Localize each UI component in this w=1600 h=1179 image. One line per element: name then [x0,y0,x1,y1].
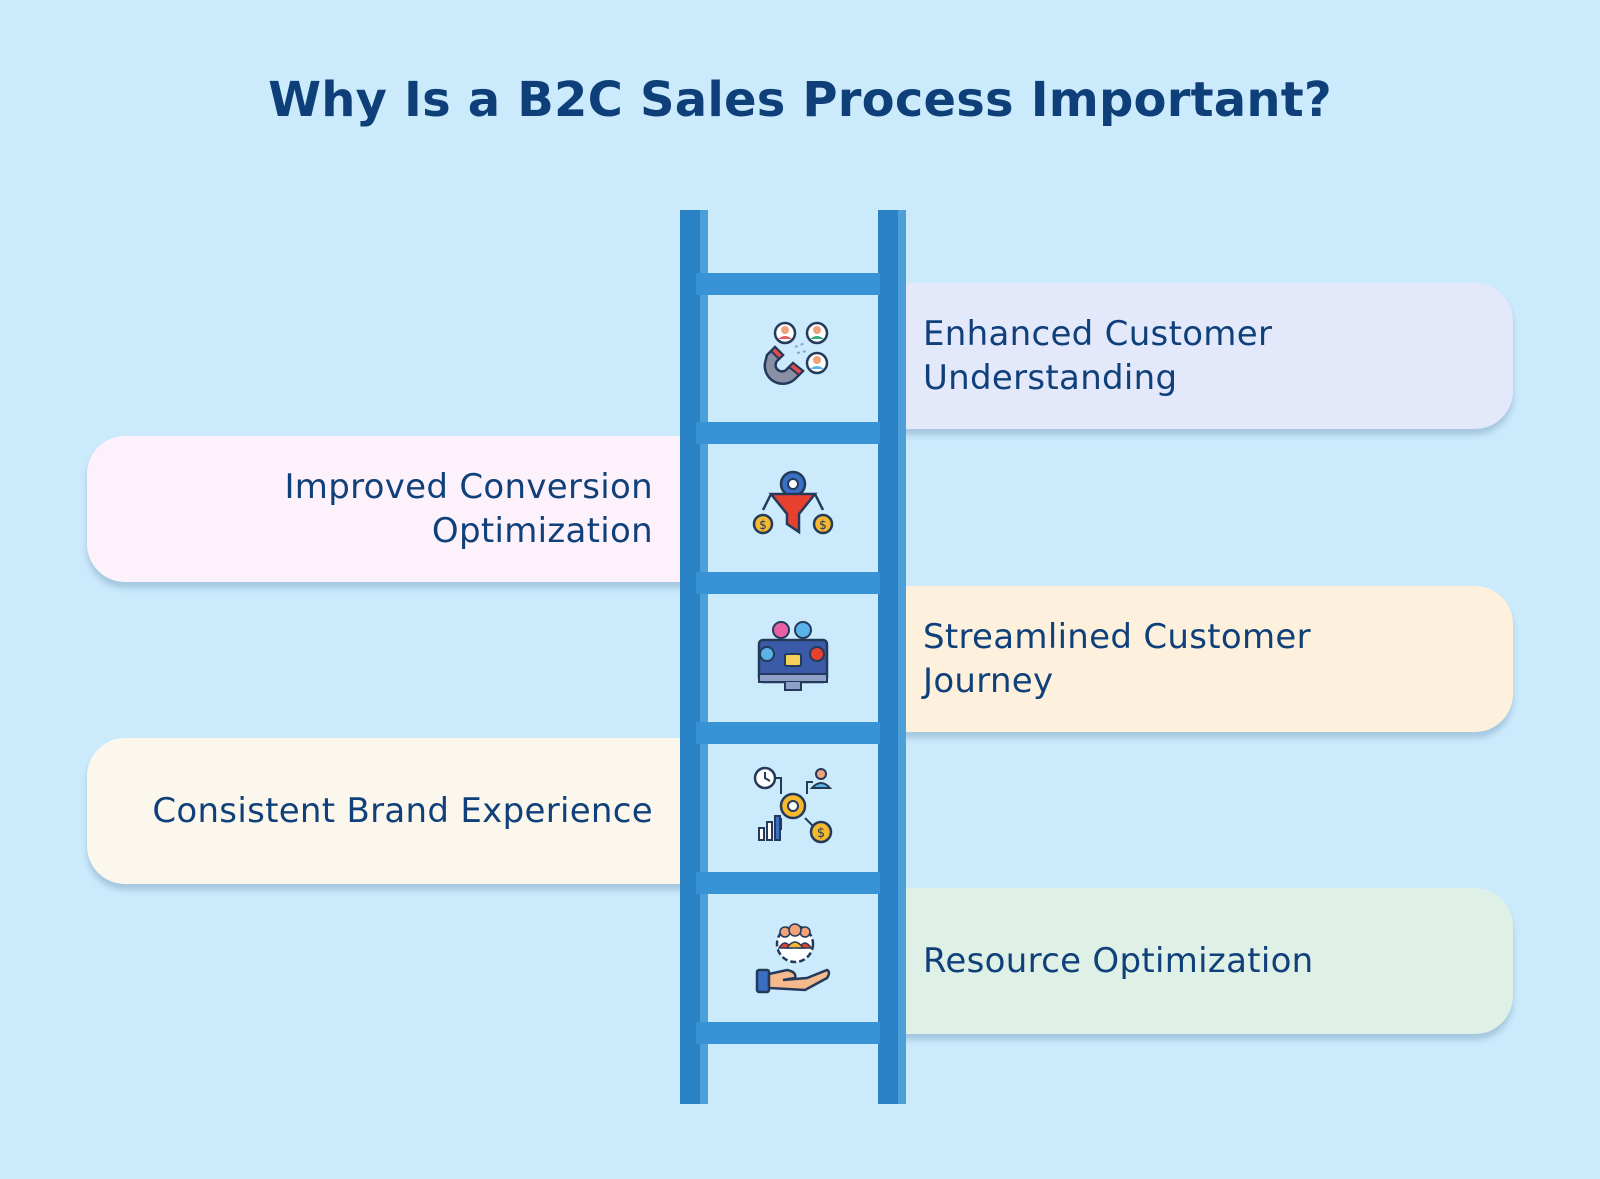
step-label: Resource Optimization [923,941,1314,981]
page-title: Why Is a B2C Sales Process Important? [268,72,1332,128]
magnet-customers-icon [727,305,859,405]
step-card-streamlined-customer-journey: Streamlined Customer Journey [885,586,1513,732]
svg-text:$: $ [819,518,827,532]
monitor-social-icon [727,606,859,706]
ladder-rung [696,872,880,894]
ladder-rung [696,572,880,594]
ladder-rung [696,1022,880,1044]
ladder-rail-left [680,210,708,1104]
step-label: Consistent Brand Experience [152,791,653,831]
ladder-rung [696,422,880,444]
svg-text:$: $ [817,826,825,841]
step-label: Improved Conversion Optimization [284,467,653,551]
funnel-gear-icon: $ $ [727,456,859,556]
process-gear-icon: $ [727,756,859,856]
ladder-rail-right [878,210,906,1104]
step-card-improved-conversion-optimization: Improved Conversion Optimization [87,436,687,582]
ladder-rung [696,273,880,295]
step-card-consistent-brand-experience: Consistent Brand Experience [87,738,687,884]
step-label: Streamlined Customer Journey [923,617,1311,701]
step-card-resource-optimization: Resource Optimization [885,888,1513,1034]
svg-text:$: $ [759,518,767,532]
step-card-enhanced-customer-understanding: Enhanced Customer Understanding [885,283,1513,429]
ladder-rung [696,722,880,744]
step-label: Enhanced Customer Understanding [923,314,1273,398]
hand-team-icon [727,906,859,1006]
